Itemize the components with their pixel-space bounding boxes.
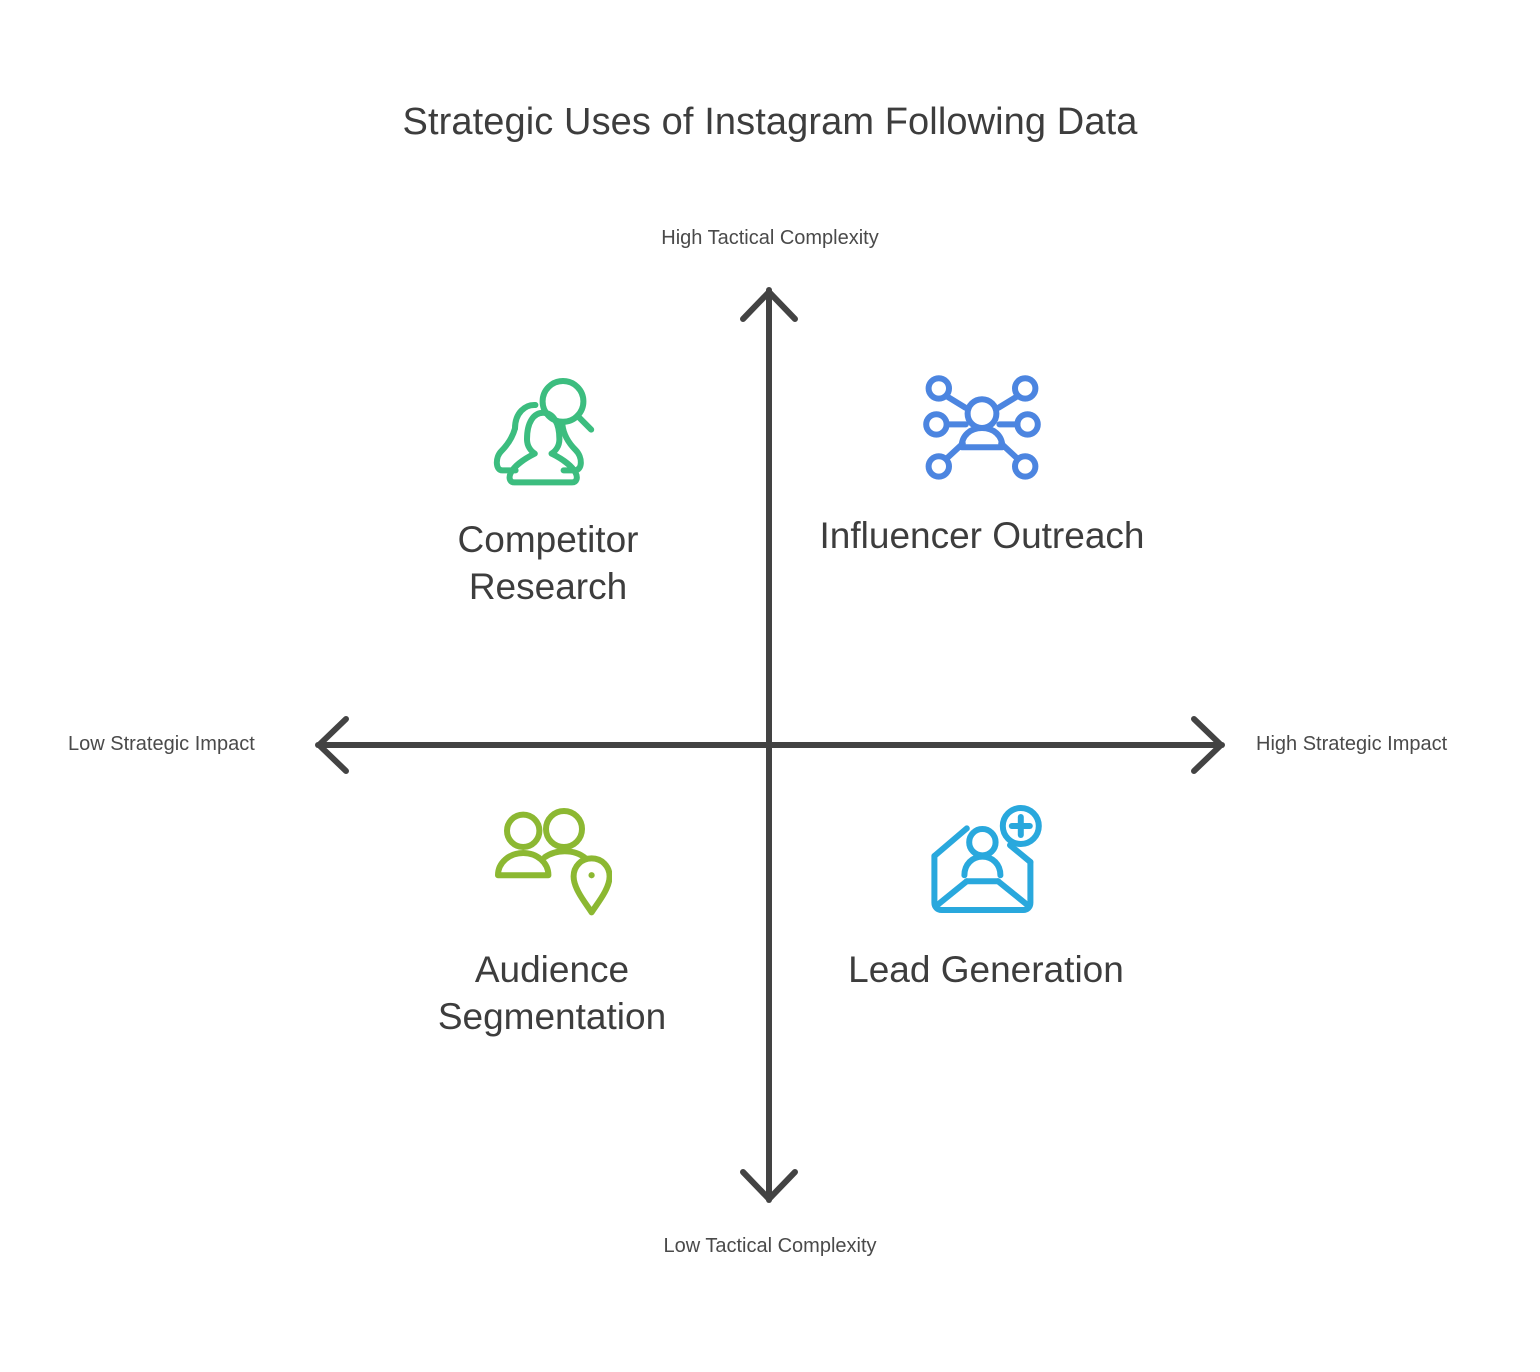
quadrant-item-audience-segmentation[interactable]: Audience Segmentation	[342, 802, 762, 1041]
people-location-pin-icon	[495, 808, 612, 916]
axis-arrow-left-icon	[316, 716, 349, 774]
quadrant-label-lead-generation: Lead Generation	[848, 949, 1124, 990]
axis-label-high-strategic-impact: High Strategic Impact	[1256, 733, 1448, 755]
people-magnifier-icon	[493, 378, 595, 486]
quadrant-item-competitor-research[interactable]: Competitor Research	[338, 372, 758, 611]
axis-arrow-right-icon	[1191, 716, 1224, 774]
quadrant-item-influencer-outreach[interactable]: Influencer Outreach	[772, 368, 1192, 559]
quadrant-item-lead-generation[interactable]: Lead Generation	[776, 802, 1196, 993]
axis-label-low-tactical-complexity: Low Tactical Complexity	[663, 1235, 877, 1257]
envelope-person-plus-icon	[931, 805, 1042, 913]
page-title: Strategic Uses of Instagram Following Da…	[402, 101, 1138, 143]
quadrant-label-competitor-research: Competitor Research	[457, 519, 639, 608]
axis-label-high-tactical-complexity: High Tactical Complexity	[661, 227, 879, 249]
axis-arrow-down-icon	[740, 1169, 798, 1202]
person-network-icon	[923, 375, 1041, 480]
axis-label-low-strategic-impact: Low Strategic Impact	[68, 733, 255, 755]
quadrant-label-audience-segmentation: Audience Segmentation	[437, 949, 667, 1038]
quadrant-label-influencer-outreach: Influencer Outreach	[819, 515, 1145, 556]
axis-arrow-up-icon	[740, 289, 798, 322]
